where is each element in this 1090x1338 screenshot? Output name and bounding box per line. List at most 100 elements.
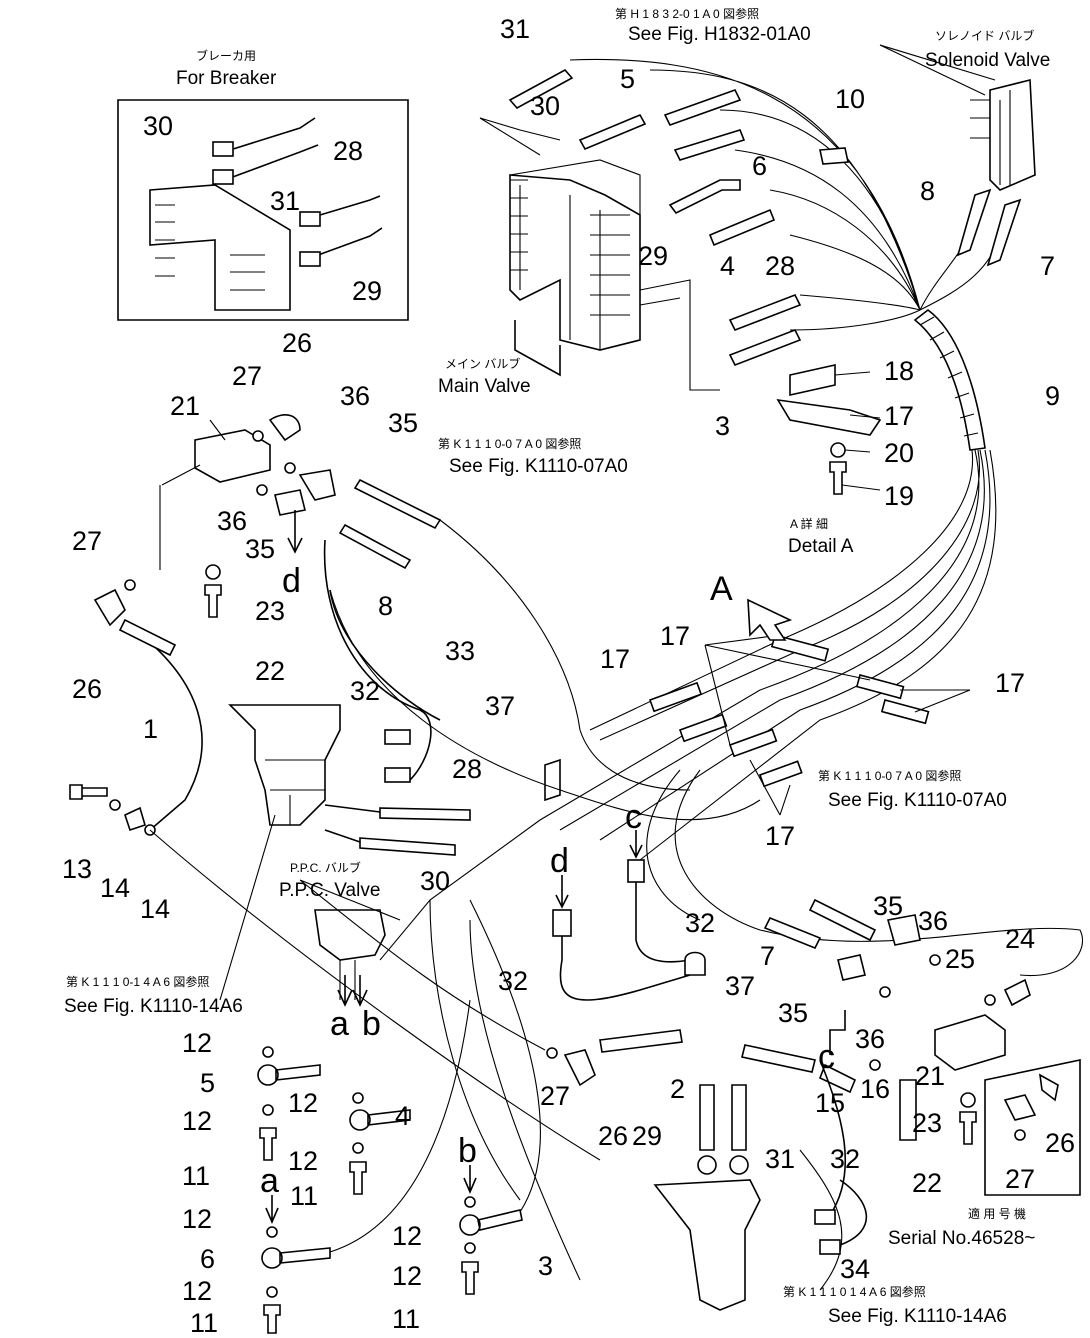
hose-arc-right-loop xyxy=(646,769,1084,977)
hose-sleeve-9-rings xyxy=(919,316,979,437)
ppc-valve-detail xyxy=(265,759,325,825)
callout: 5 xyxy=(620,64,635,94)
hose-k1110-lower xyxy=(808,898,877,942)
callout: 4 xyxy=(720,251,735,281)
hose-3-curve xyxy=(469,899,541,1213)
fitting-32-lower xyxy=(814,1209,836,1225)
callout: 12 xyxy=(392,1261,422,1291)
callout: 31 xyxy=(500,14,530,44)
callout: 35 xyxy=(388,408,418,438)
bolt-11-b xyxy=(349,1161,367,1195)
callout: 30 xyxy=(420,866,450,896)
serial-jp: 適 用 号 機 xyxy=(968,1206,1026,1221)
letter-marker: a xyxy=(260,1162,279,1200)
callout: 17 xyxy=(600,644,630,674)
ppc-hose-link xyxy=(324,804,381,843)
callout: 14 xyxy=(100,873,130,903)
callout: 17 xyxy=(884,401,914,431)
callout: 13 xyxy=(62,854,92,884)
hose-2 xyxy=(599,1029,683,1053)
callout: 36 xyxy=(918,906,948,936)
callout: 27 xyxy=(72,526,102,556)
breaker-fitting-31 xyxy=(212,169,234,185)
bolt-22-lower xyxy=(959,1111,977,1145)
oring-12-e xyxy=(266,1226,278,1238)
hose-32-upper xyxy=(329,589,441,721)
callout: 12 xyxy=(288,1088,318,1118)
arrow-b-lower xyxy=(463,1165,477,1195)
oring-36-d xyxy=(879,986,891,998)
captions: 第 H 1 8 3 2-0 1 A 0 図参照 See Fig. H1832-0… xyxy=(64,6,1050,1327)
solenoid-leaders xyxy=(879,44,996,96)
main-valve-lines xyxy=(509,159,641,350)
fitting-24 xyxy=(1003,978,1031,1007)
hose-1-fitting xyxy=(118,618,177,657)
callout: 36 xyxy=(340,381,370,411)
hose-30-upper xyxy=(578,113,647,151)
elbow-26-upper xyxy=(268,414,301,442)
hose-arc-lower xyxy=(469,919,843,1291)
ref-k111007-upper-jp: 第 K 1 1 1 0-0 7 A 0 図参照 xyxy=(438,436,581,451)
oring-12-f xyxy=(266,1286,278,1298)
ref-k111014-upper-jp: 第 K 1 1 1 0-1 4 A 6 図参照 xyxy=(66,974,209,989)
top-hose-bundle xyxy=(569,58,1006,331)
hose-2-right xyxy=(741,1044,816,1073)
clamp-37-upper xyxy=(544,758,561,802)
ref-k111014-upper-label: See Fig. K1110-14A6 xyxy=(64,996,243,1017)
letter-marker: a xyxy=(330,1005,349,1043)
hose-arc-k1110-upper xyxy=(439,519,691,791)
bolt-19 xyxy=(829,461,847,495)
hose-6-lower xyxy=(261,1247,331,1269)
callout: 28 xyxy=(765,251,795,281)
letter-marker: A xyxy=(710,570,733,608)
breaker-valve-block xyxy=(149,184,291,311)
ref-h1832-jp: 第 H 1 8 3 2-0 1 A 0 図参照 xyxy=(615,6,759,21)
callout: 7 xyxy=(760,941,775,971)
callout: 31 xyxy=(765,1144,795,1174)
arrow-a-lower xyxy=(265,1195,279,1225)
serial-inset-frame xyxy=(984,1059,1081,1196)
detail-a-leaders xyxy=(834,371,881,491)
hose-30-lower xyxy=(359,837,456,856)
clamp-group-17 xyxy=(648,634,930,788)
callout: 30 xyxy=(530,91,560,121)
detail-a-clamp xyxy=(789,364,836,396)
oring-12-d xyxy=(352,1142,364,1154)
arrow-d-lower xyxy=(555,875,569,909)
callout: 25 xyxy=(945,944,975,974)
solenoid-valve-body xyxy=(989,78,1036,191)
callout: 29 xyxy=(638,241,668,271)
arrow-a xyxy=(747,598,793,641)
callout: 11 xyxy=(182,1161,210,1191)
callout: 32 xyxy=(350,676,380,706)
callout: 12 xyxy=(182,1106,212,1136)
callout: 26 xyxy=(1045,1128,1075,1158)
main-valve-base xyxy=(514,320,561,377)
main-valve-jp: メイン バルブ xyxy=(445,356,520,371)
fitting-32-c xyxy=(627,859,645,883)
hose-7-lower xyxy=(763,916,822,950)
callout: 37 xyxy=(485,691,515,721)
ref-k111007-upper-label: See Fig. K1110-07A0 xyxy=(449,456,628,477)
callout: 26 xyxy=(598,1121,628,1151)
oring-16 xyxy=(869,1059,881,1071)
arrow-d-upper xyxy=(287,510,303,554)
hose-3-upper xyxy=(728,328,802,367)
ppc-arrows-ab xyxy=(337,975,368,1007)
callout: 29 xyxy=(352,276,382,306)
breaker-fitting-30 xyxy=(212,141,234,157)
fitting-32-b xyxy=(384,767,411,783)
callout: 21 xyxy=(915,1061,945,1091)
oring-27-d xyxy=(1014,1129,1026,1141)
callout: 2 xyxy=(670,1074,685,1104)
fitting-32-d xyxy=(552,909,572,937)
callout: 15 xyxy=(815,1088,845,1118)
callout: 23 xyxy=(255,596,285,626)
callout: 24 xyxy=(1005,924,1035,954)
arrow-c-lower xyxy=(829,1010,846,1055)
ref-h1832-label: See Fig. H1832-01A0 xyxy=(628,24,811,45)
letter-markers: d A c d c a b a b xyxy=(260,562,835,1200)
hose-28-lower xyxy=(379,807,471,821)
ppc-valve-jp: P.P.C. バルブ xyxy=(290,860,361,875)
